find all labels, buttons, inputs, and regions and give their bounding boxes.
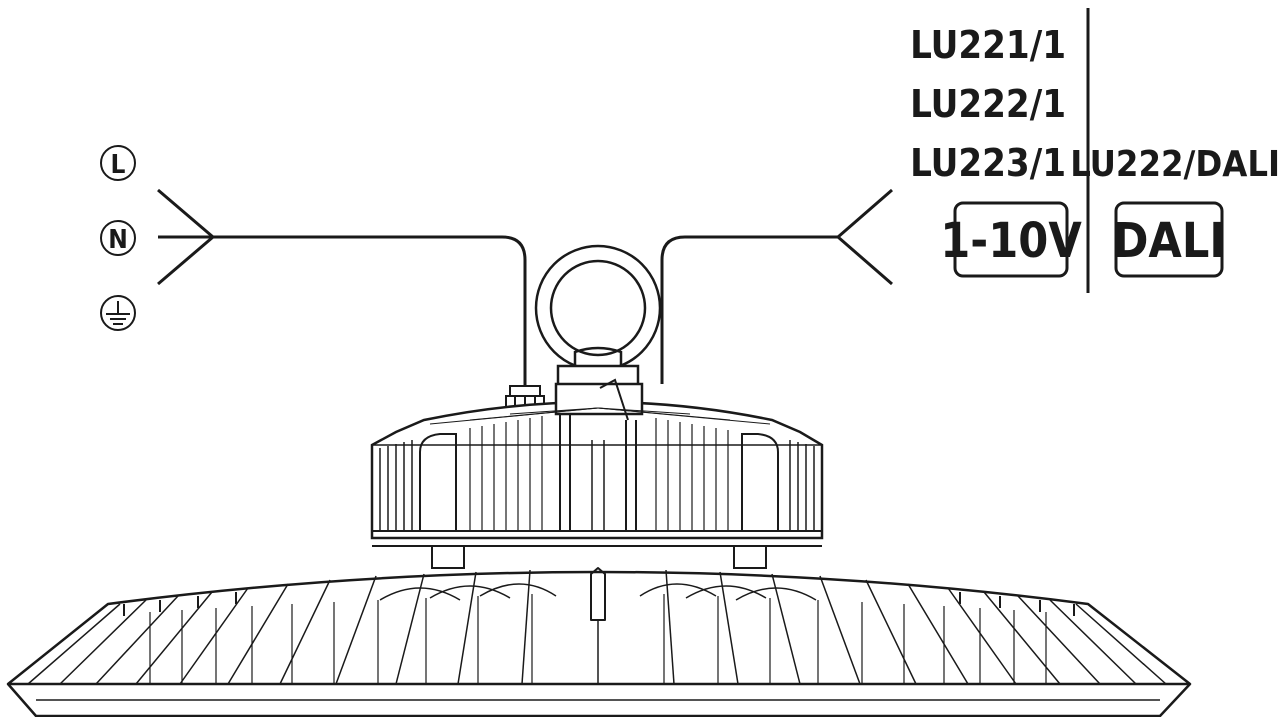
model-lu221-1: LU221/1: [910, 23, 1066, 67]
spacer-posts: [431, 545, 767, 569]
model-lu223-1: LU223/1: [910, 141, 1066, 185]
control-cable: [660, 188, 893, 384]
terminal-neutral-label: N: [108, 225, 128, 255]
model-lu222-dali: LU222/DALI: [1070, 144, 1280, 185]
driver-housing: [370, 378, 824, 547]
earth-ground-icon: [100, 295, 136, 331]
control-1-10v-models: LU221/1 LU222/1 LU223/1: [910, 23, 1066, 185]
terminal-live: L: [100, 145, 136, 181]
power-cable: [157, 188, 527, 387]
terminal-neutral: N: [100, 220, 136, 256]
badge-dali: DALI: [1113, 201, 1226, 278]
terminal-live-label: L: [111, 150, 126, 180]
hanging-eye: [534, 244, 662, 388]
heat-sink: [6, 567, 1192, 717]
badge-dali-label: DALI: [1113, 213, 1226, 269]
badge-1-10v-label: 1-10V: [940, 213, 1082, 269]
badge-1-10v: 1-10V: [940, 201, 1082, 278]
model-lu222-1: LU222/1: [910, 82, 1066, 126]
